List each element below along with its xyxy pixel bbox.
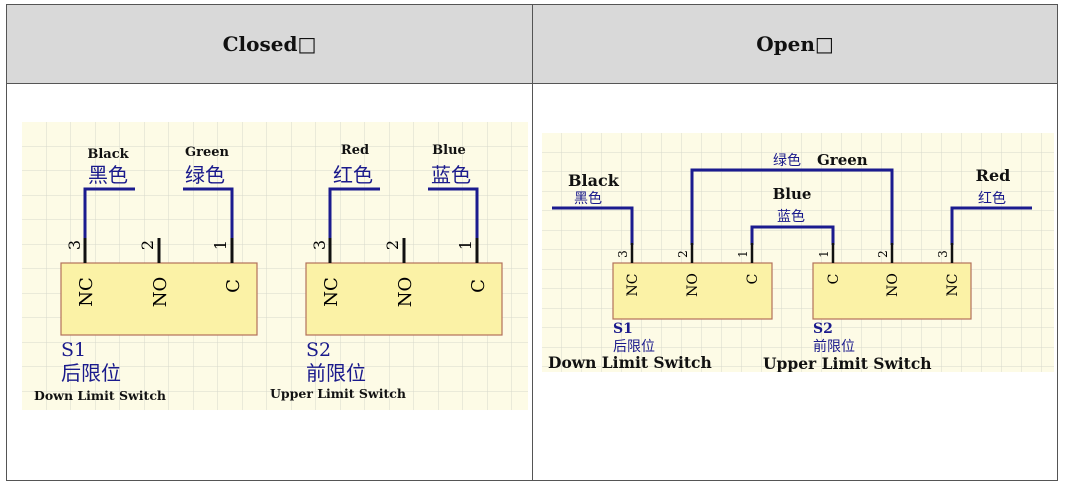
red-label: Red [976,166,1011,185]
switch-s1: 3 2 1 NC NO C Black 黑色 Green 绿色 S1 后限位 D… [34,145,258,403]
svg-text:2: 2 [876,250,890,258]
pin-number: 1 [211,240,230,250]
svg-text:NO: NO [685,273,701,297]
pin-name: NO [150,277,171,308]
switch-name: Down Limit Switch [34,388,166,403]
blue-label: Blue [432,143,466,158]
switch-id: S1 [61,339,86,361]
svg-text:1: 1 [736,250,750,258]
pin-number: 2 [138,240,157,250]
red-wire [328,187,380,238]
pin-numbers: 3 2 1 1 2 3 [616,250,950,258]
red-label-cn: 红色 [978,190,1006,207]
switch-s1-name-cn: 后限位 [613,339,655,355]
green-label-cn: 绿色 [773,152,801,169]
switch-s2: 3 2 1 NC NO C Red 红色 Blue 蓝色 S2 前限位 Uppe… [270,143,503,401]
switch-s2-name: Upper Limit Switch [763,354,932,372]
switch-state-table: Closed□ Open□ [6,4,1058,481]
red-wire [950,206,1032,245]
switch-body [60,262,258,336]
switch-s2-id: S2 [813,321,833,337]
svg-text:3: 3 [616,250,630,258]
switch-id: S2 [306,339,331,361]
green-wire [183,187,234,238]
blue-label: Blue [773,185,812,203]
switch-s1-name: Down Limit Switch [548,353,712,372]
black-label: Black [568,171,620,190]
green-label: Green [185,145,229,160]
pin-number: 3 [65,240,84,250]
black-wire [552,206,634,245]
open-wiring-diagram: 3 2 1 1 2 3 NC NO C C NO NC Black 黑色 绿色 … [542,133,1054,372]
switch-name: Upper Limit Switch [270,386,406,401]
closed-wiring-diagram: 3 2 1 NC NO C Black 黑色 Green 绿色 S1 后限位 D… [22,122,528,410]
black-wire [83,187,135,238]
pin-number: 1 [456,240,475,250]
green-wire [690,168,894,245]
switch-body [305,262,503,336]
pins [630,243,954,263]
svg-text:3: 3 [936,250,950,258]
svg-text:1: 1 [817,250,831,258]
black-label: Black [87,147,129,162]
pin-name: NC [76,277,97,307]
switch-s1-body [612,262,773,320]
header-open: Open□ [533,5,1057,84]
black-label-cn: 黑色 [88,163,128,187]
header-closed: Closed□ [7,5,532,84]
pin-names: NC NO C C NO NC [625,273,961,297]
svg-text:NC: NC [625,274,641,297]
switch-name-cn: 前限位 [306,361,366,385]
svg-text:2: 2 [676,250,690,258]
red-label: Red [341,143,369,158]
red-label-cn: 红色 [333,163,373,187]
pin-number: 2 [383,240,402,250]
blue-wire [428,187,479,238]
switch-s2-name-cn: 前限位 [813,338,855,355]
pin-name: NO [395,277,416,308]
blue-label-cn: 蓝色 [777,208,805,225]
switch-name-cn: 后限位 [61,361,121,385]
switch-s2-body [812,262,972,320]
switch-s1-id: S1 [613,321,633,337]
pin-name: C [223,279,244,293]
pin-name: NC [321,277,342,307]
pin-name: C [468,279,489,293]
blue-label-cn: 蓝色 [431,163,471,187]
svg-text:C: C [745,274,761,285]
blue-wire [750,225,835,245]
green-label-cn: 绿色 [185,163,225,187]
green-label: Green [817,151,868,169]
black-label-cn: 黑色 [574,190,602,207]
svg-text:NO: NO [885,273,901,297]
pin-number: 3 [310,240,329,250]
grid-background [542,133,1054,372]
svg-text:NC: NC [945,274,961,297]
svg-text:C: C [826,274,842,285]
column-divider [532,5,533,480]
